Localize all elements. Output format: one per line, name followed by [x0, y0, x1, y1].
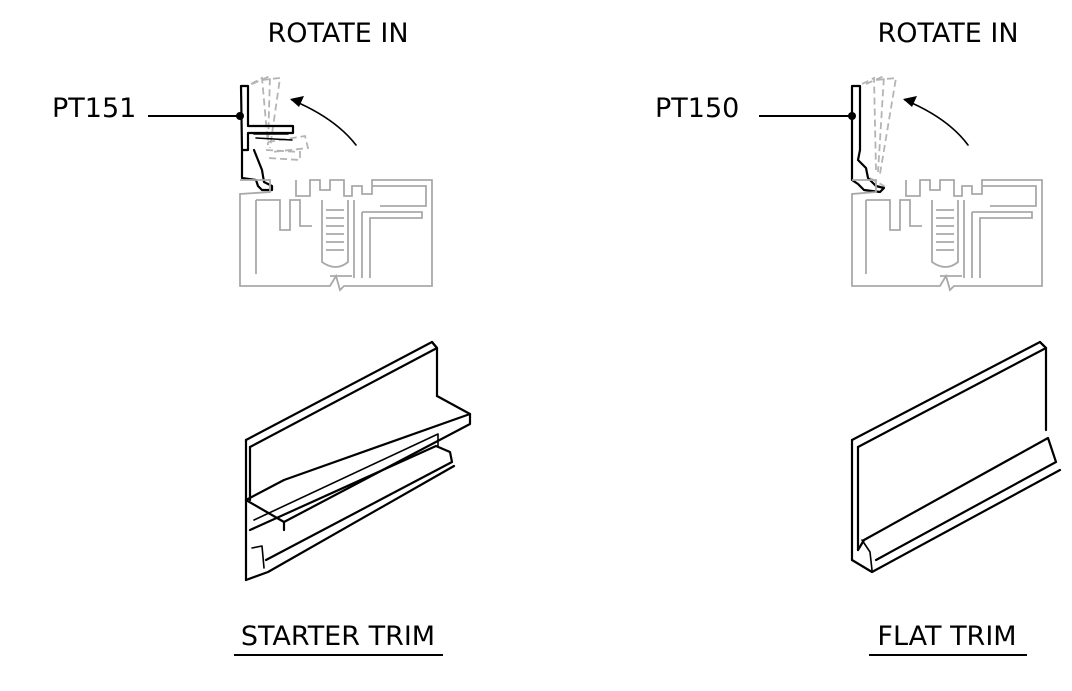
right-rotation-arrowhead	[903, 96, 917, 107]
right-title: FLAT TRIM	[877, 621, 1016, 652]
right-rotate-label: ROTATE IN	[877, 18, 1018, 49]
left-title: STARTER TRIM	[241, 621, 435, 652]
left-ghost-positions	[250, 74, 310, 161]
left-rotation-arc	[291, 99, 357, 146]
right-detail: ROTATE IN PT150	[655, 18, 1062, 656]
left-leader-dot	[236, 112, 244, 120]
right-rotation-arc	[904, 99, 969, 146]
left-rotation-arrowhead	[290, 96, 304, 107]
left-detail: ROTATE IN PT151	[52, 18, 472, 656]
left-part-label: PT151	[52, 93, 136, 124]
left-rotate-label: ROTATE IN	[267, 18, 408, 49]
left-iso-trim	[244, 340, 472, 582]
left-trim-profile	[239, 84, 295, 192]
left-base-extrusion	[239, 179, 433, 292]
right-base-extrusion	[851, 179, 1043, 292]
right-iso-trim	[850, 340, 1062, 574]
right-part-label: PT150	[655, 93, 739, 124]
